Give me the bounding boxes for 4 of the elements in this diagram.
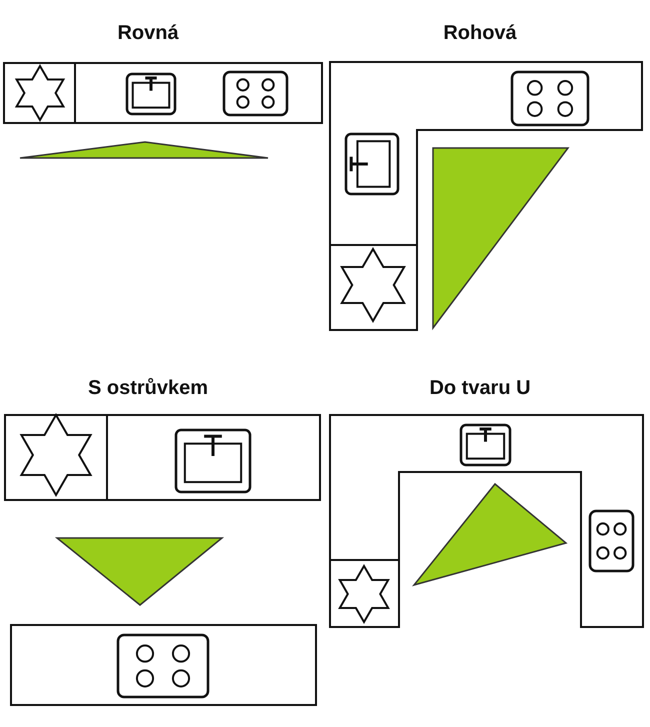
layout-heading: Do tvaru U: [429, 377, 531, 400]
layout-heading: Rovná: [117, 22, 179, 45]
layout-heading: Rohová: [443, 22, 517, 45]
layout-heading: S ostrůvkem: [88, 377, 208, 400]
